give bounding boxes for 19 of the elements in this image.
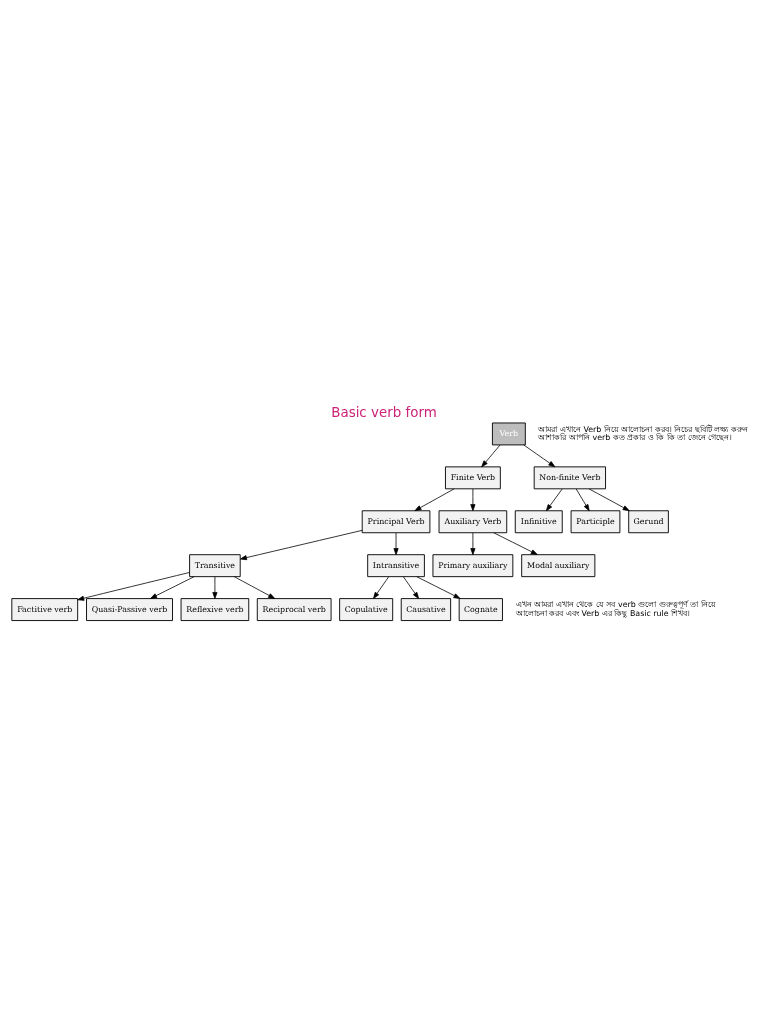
arrow bbox=[470, 532, 476, 556]
arrow bbox=[470, 488, 476, 512]
arrow bbox=[240, 529, 363, 561]
arrow bbox=[373, 576, 390, 599]
arrow bbox=[588, 488, 630, 512]
arrow bbox=[414, 488, 455, 512]
arrow bbox=[212, 576, 218, 599]
arrow bbox=[150, 576, 195, 599]
arrow bbox=[481, 444, 501, 468]
arrow bbox=[545, 488, 563, 512]
diagram-title: Basic verb form bbox=[331, 404, 437, 420]
arrow bbox=[575, 488, 590, 512]
arrow bbox=[416, 576, 461, 599]
arrow bbox=[493, 532, 538, 555]
arrow bbox=[523, 444, 556, 468]
arrow bbox=[233, 576, 276, 599]
arrow bbox=[403, 576, 420, 599]
arrow bbox=[393, 532, 399, 556]
arrow bbox=[77, 572, 190, 601]
